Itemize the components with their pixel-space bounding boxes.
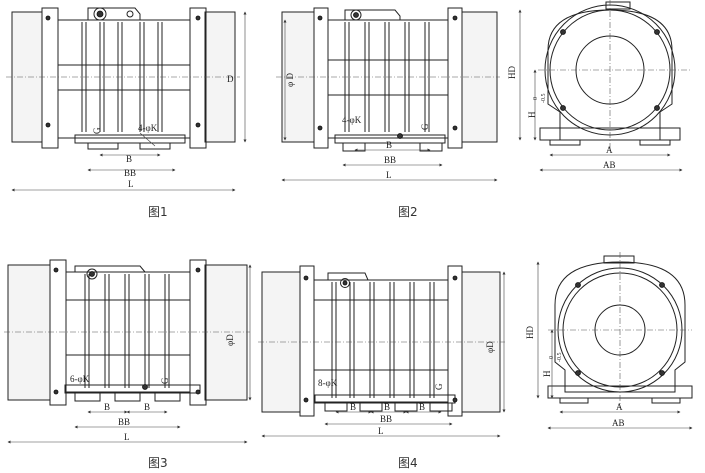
dim-B-2: B <box>384 402 390 412</box>
dim-L: L <box>386 170 392 180</box>
dim-BB: BB <box>124 168 136 178</box>
dim-AB: AB <box>612 418 625 428</box>
figure-2-side-view: φ D 4-φK G B BB L 图2 <box>276 7 500 219</box>
tol-upper: 0 <box>533 97 539 100</box>
dim-B: B <box>386 140 392 150</box>
end-view-top: HD H 0 -0.5 A AB <box>507 0 690 172</box>
dim-AB: AB <box>603 160 616 170</box>
motor-body <box>327 19 449 139</box>
motor-body <box>313 279 449 403</box>
dim-BB: BB <box>380 414 392 424</box>
dim-phi-D: φD <box>225 334 235 346</box>
left-end-cover <box>11 11 43 143</box>
dim-BB: BB <box>384 155 396 165</box>
tol-lower: -0.5 <box>541 94 547 104</box>
figure-caption: 图4 <box>398 456 418 470</box>
dim-G: G <box>92 127 102 134</box>
dim-H: H <box>542 370 552 377</box>
left-end-cover <box>7 264 51 401</box>
right-end-cover <box>204 264 248 401</box>
tol-upper: 0 <box>549 356 555 359</box>
tol-lower: -0.5 <box>557 353 563 363</box>
figure-caption: 图3 <box>148 456 168 470</box>
dim-L: L <box>124 432 130 442</box>
dim-HD: HD <box>507 66 517 79</box>
dim-D: D <box>227 74 234 84</box>
dim-B-3: B <box>419 402 425 412</box>
dim-G: G <box>420 123 430 130</box>
lifting-eye-icon <box>93 7 107 21</box>
lifting-eye-icon <box>350 9 362 21</box>
dim-L: L <box>378 426 384 436</box>
motor-body <box>65 271 191 393</box>
figure-4-side-view: φD 8-φK G B B B BB L 图4 <box>258 265 506 470</box>
dim-L: L <box>128 179 134 189</box>
dim-A: A <box>606 145 613 155</box>
dim-H: H <box>527 111 537 118</box>
dim-BB: BB <box>118 417 130 427</box>
figure-3-side-view: φD 6-φK G B B BB L 图3 <box>4 259 252 470</box>
hole-note: 4-φK <box>138 123 158 133</box>
dim-G: G <box>434 383 444 390</box>
dim-A: A <box>616 402 623 412</box>
lifting-eye-icon <box>340 278 350 288</box>
dim-B: B <box>126 154 132 164</box>
dim-B-1: B <box>104 402 110 412</box>
dim-B-2: B <box>144 402 150 412</box>
figure-1-side-view: D B BB L G 4-φK 图1 <box>6 7 247 219</box>
lifting-eye-icon <box>86 268 98 280</box>
end-view-bottom: HD H 0 -0.5 A AB <box>525 252 693 430</box>
hole-note: 6-φK <box>70 374 90 384</box>
dim-HD: HD <box>525 326 535 339</box>
hole-note: 4-φK <box>342 115 362 125</box>
hole-note: 8-φK <box>318 378 338 388</box>
figure-caption: 图1 <box>148 205 168 219</box>
dim-phi-D: φ D <box>285 73 295 87</box>
dim-G: G <box>160 377 170 384</box>
dim-phi-D: φD <box>485 341 495 353</box>
dim-B-1: B <box>350 402 356 412</box>
motor-body <box>57 19 191 139</box>
figure-caption: 图2 <box>398 205 418 219</box>
